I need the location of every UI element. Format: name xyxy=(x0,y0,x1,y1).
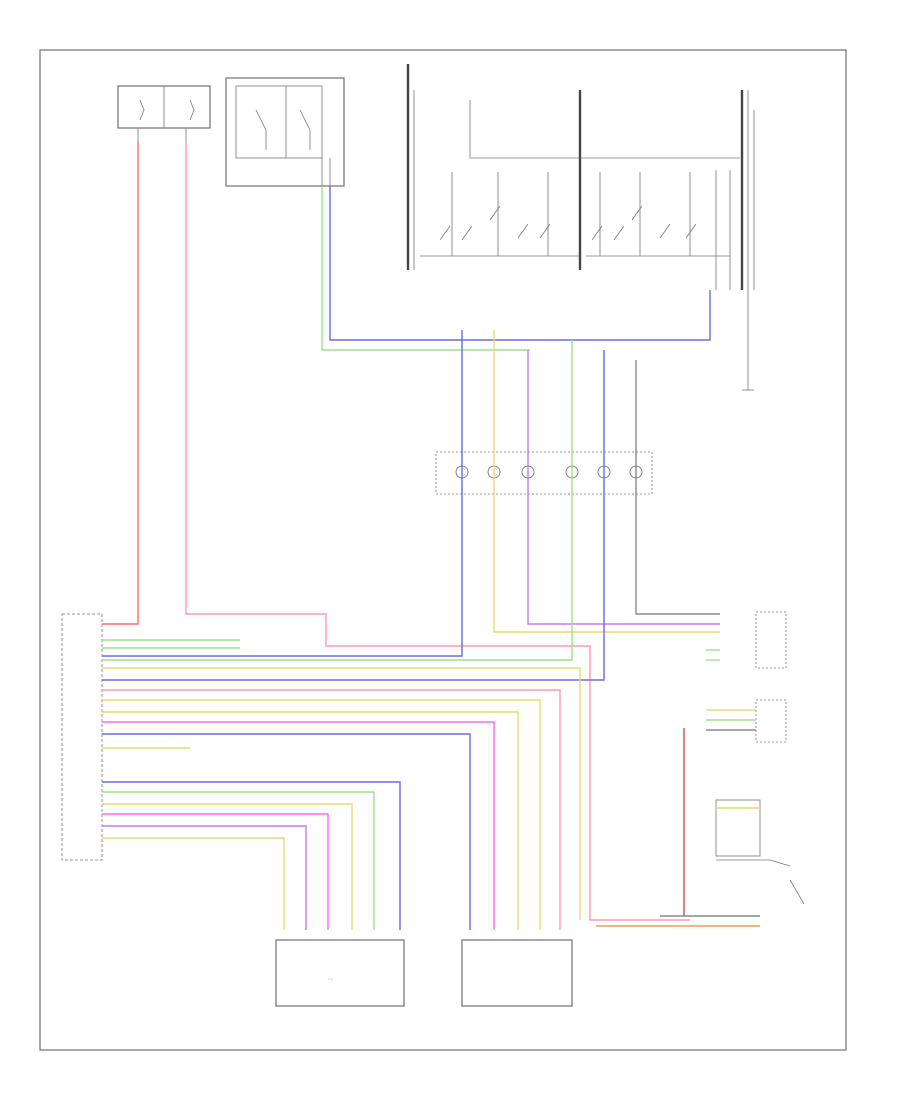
wire-magenta-16 xyxy=(102,721,495,930)
main-control-module xyxy=(61,613,103,861)
wire-yellow-4 xyxy=(493,330,720,633)
wire-green-2 xyxy=(321,186,530,351)
wire-magenta-22 xyxy=(102,813,329,930)
wire-blue-3 xyxy=(329,186,711,341)
wire-yellow-15 xyxy=(102,711,519,930)
throttle-valve-actuator: ○ ○ xyxy=(275,939,405,1007)
wire-yellow-24 xyxy=(102,837,285,930)
fuse-block xyxy=(117,85,211,142)
svg-text:○ ○: ○ ○ xyxy=(328,977,333,981)
brake-pedal-switch xyxy=(715,799,805,905)
steering-switch-block xyxy=(225,77,345,187)
wire-harness xyxy=(102,142,760,930)
instrument-cluster-connector xyxy=(755,611,787,669)
wire-yellow-14 xyxy=(102,699,541,930)
wire-red-0 xyxy=(102,142,139,625)
wire-gray-8 xyxy=(635,360,720,615)
wire-blue-9 xyxy=(102,330,463,657)
right-switch-panel xyxy=(578,90,755,290)
clockspring-connector xyxy=(435,451,653,495)
wire-violet-23 xyxy=(102,825,307,930)
diagram-frame xyxy=(39,49,847,1051)
left-switch-panel xyxy=(406,64,580,270)
accelerator-pedal-sensor xyxy=(461,939,573,1007)
wire-yellow-12 xyxy=(102,667,581,920)
wire-pink-13 xyxy=(102,689,561,930)
wire-pink-1 xyxy=(185,142,690,921)
right-lower-module xyxy=(683,699,787,916)
wire-blue-19 xyxy=(102,781,401,930)
wire-green-6 xyxy=(102,340,573,661)
wire-yellow-21 xyxy=(102,803,353,930)
wire-blue-7 xyxy=(102,350,605,681)
wire-violet-5 xyxy=(527,350,720,625)
wire-green-20 xyxy=(102,791,375,930)
wire-blue-17 xyxy=(102,733,471,930)
ground-symbol xyxy=(742,290,754,391)
